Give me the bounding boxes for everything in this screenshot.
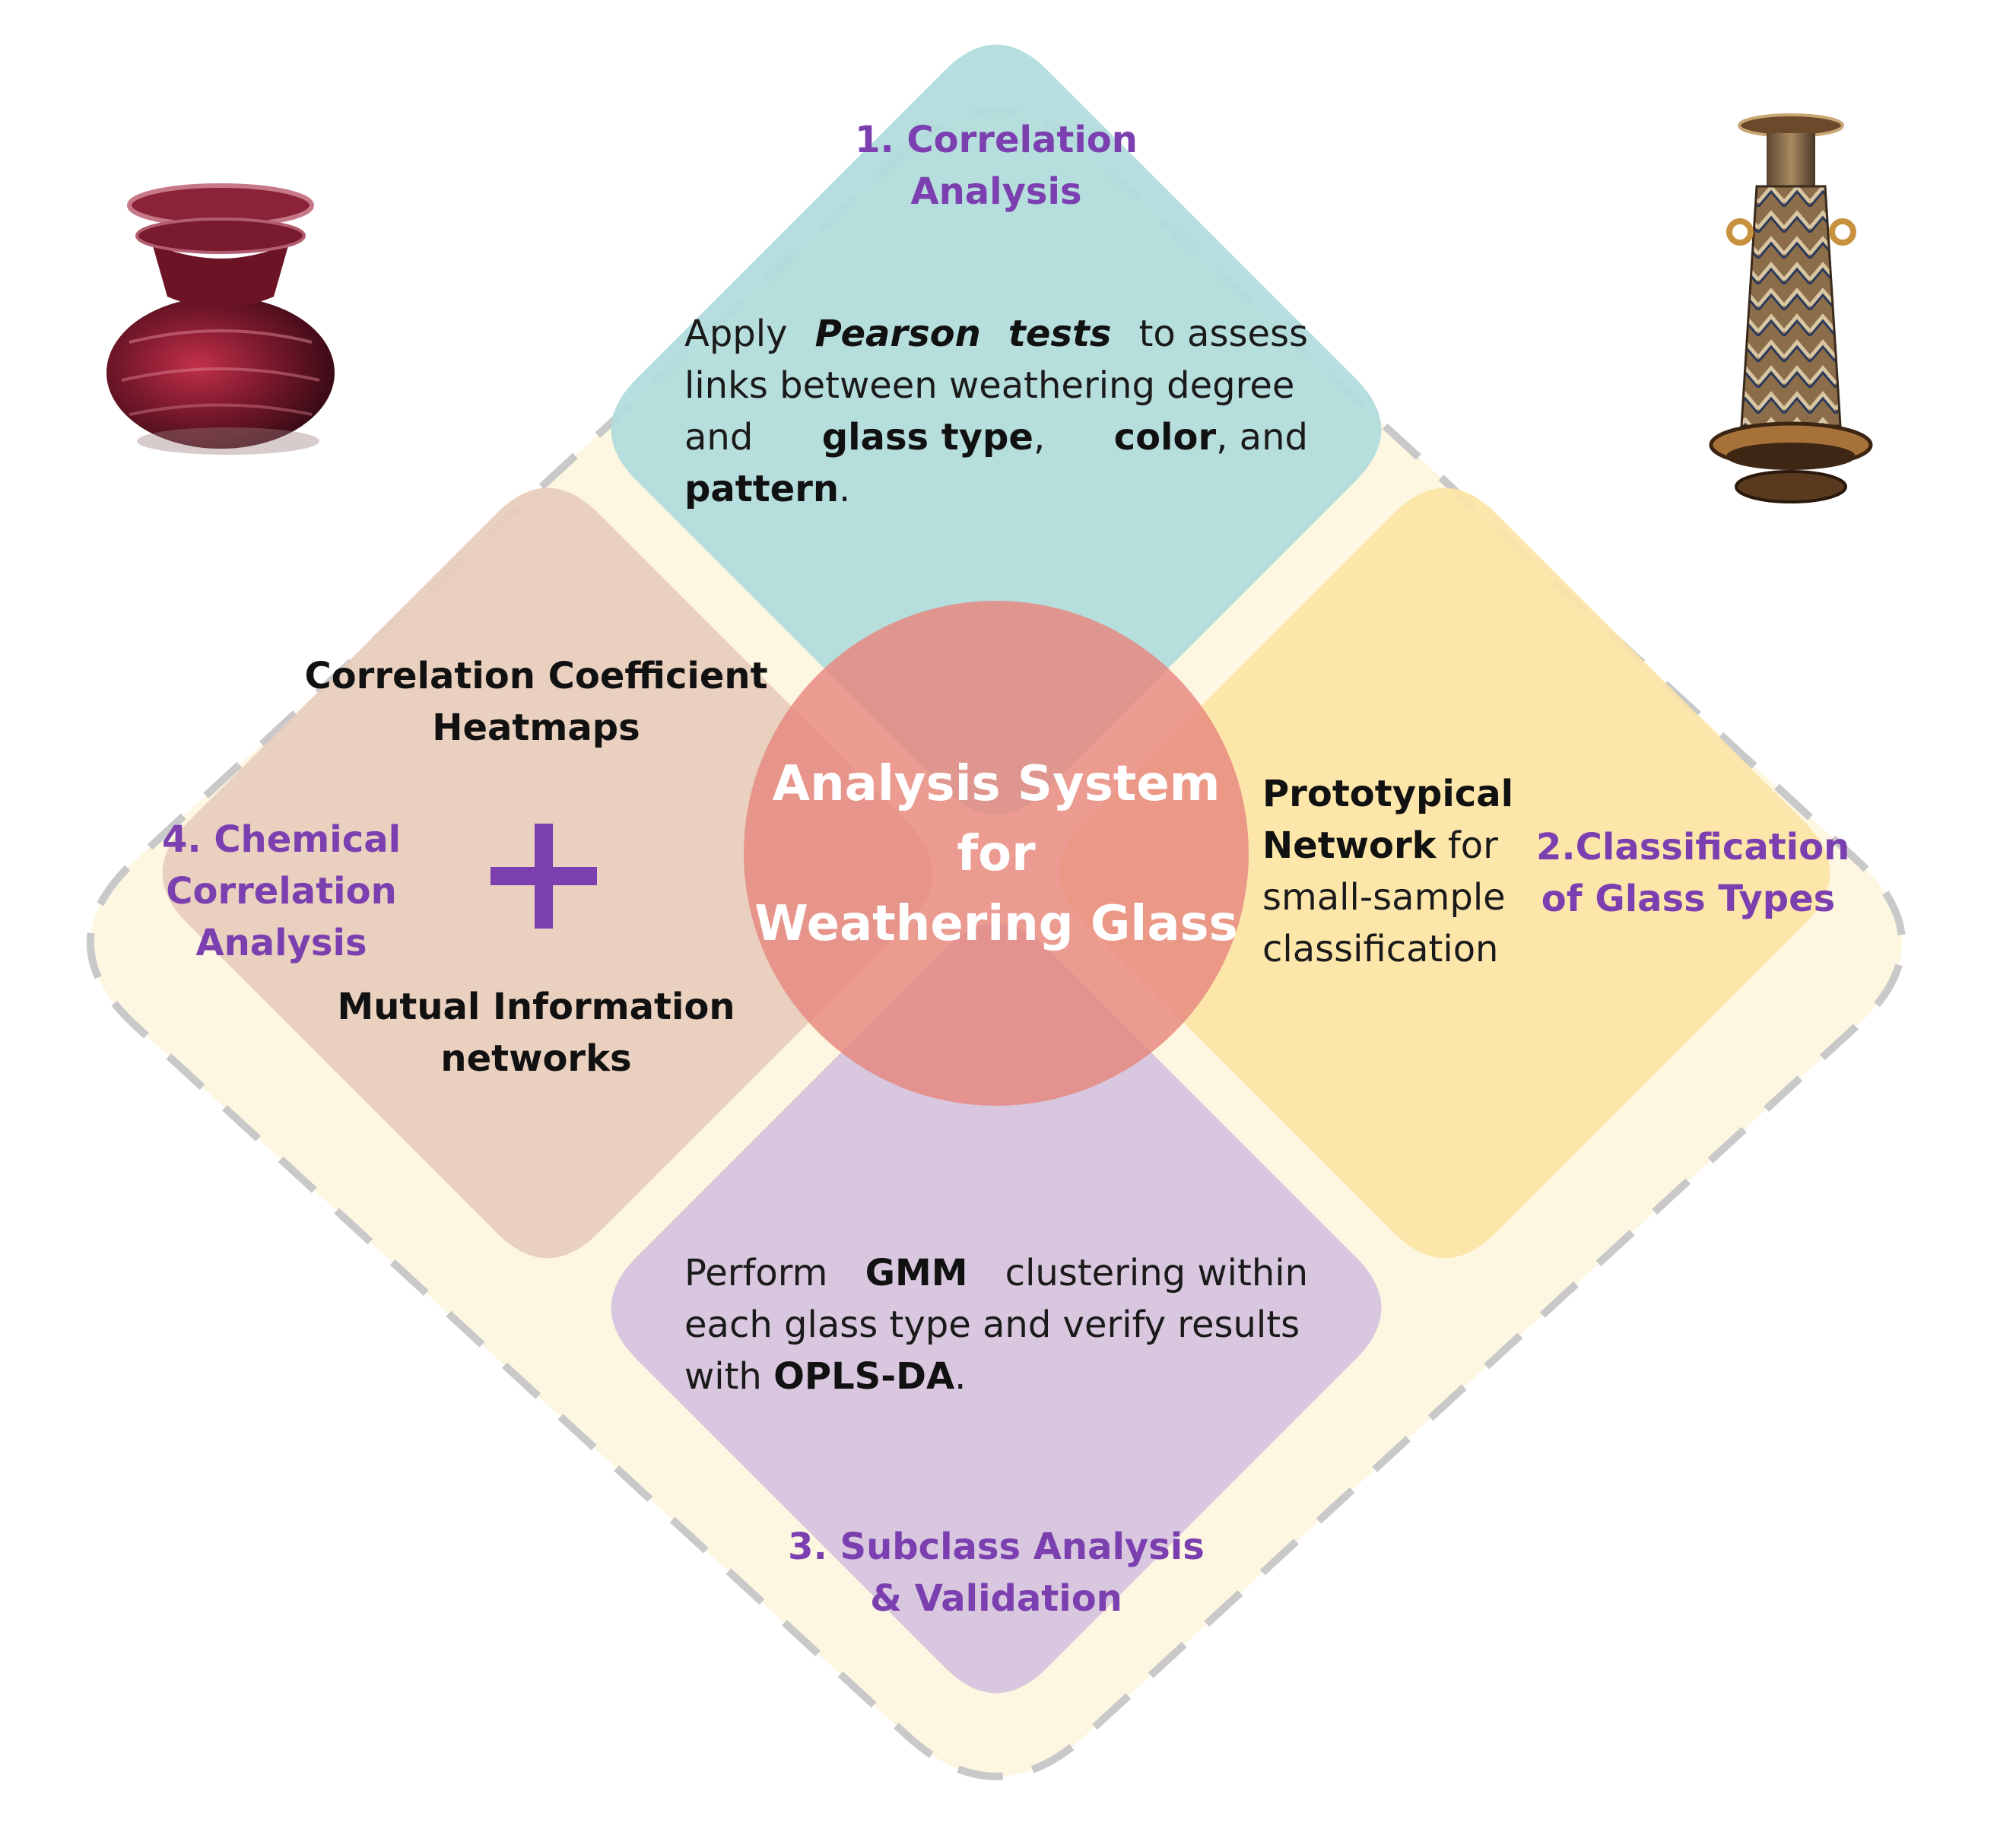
left-item-mutual-info: Mutual Information networks — [337, 986, 735, 1080]
top-quadrant-diamond — [611, 44, 1382, 815]
patterned-glass-bottle-image — [1709, 113, 1873, 503]
right-description: Prototypical Network for small-sample cl… — [1262, 773, 1514, 970]
bottom-description: Perform GMM clustering within each glass… — [684, 1252, 1308, 1398]
center-title: Analysis System for Weathering Glass — [754, 756, 1238, 952]
right-quadrant-diamond — [1059, 487, 1830, 1259]
plus-icon — [491, 824, 597, 929]
top-description: Apply Pearson tests to assess links betw… — [684, 313, 1308, 510]
right-title: 2.Classification of Glass Types — [1536, 826, 1850, 920]
bottom-title: 3. Subclass Analysis & Validation — [788, 1526, 1205, 1620]
top-title: 1. Correlation Analysis — [855, 119, 1138, 213]
bottom-quadrant-diamond — [611, 922, 1382, 1694]
left-title: 4. Chemical Correlation Analysis — [161, 818, 402, 964]
center-circle — [744, 601, 1249, 1106]
left-item-heatmaps: Correlation Coefficient Heatmaps — [304, 655, 768, 749]
red-glass-jar-image — [106, 183, 335, 455]
